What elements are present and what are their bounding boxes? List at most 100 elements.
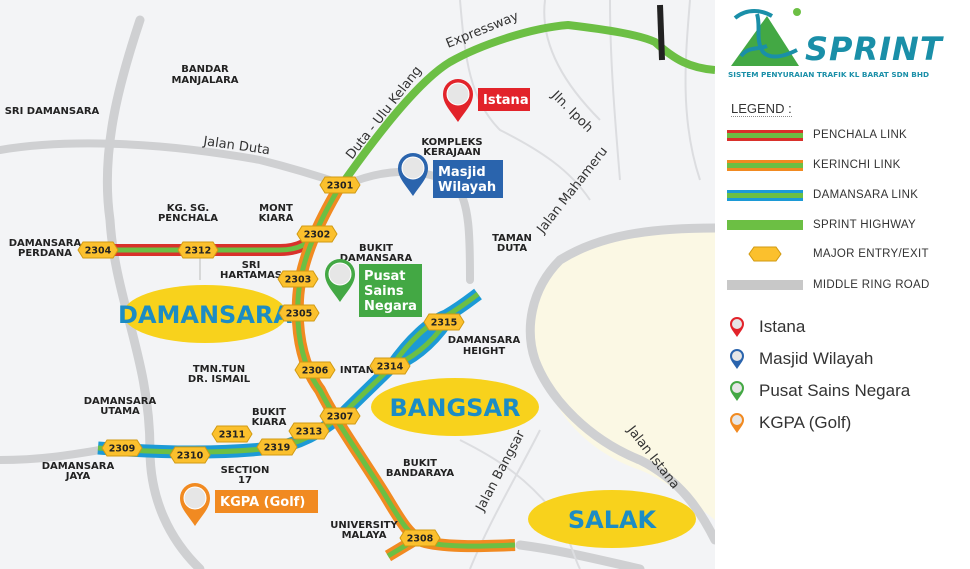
major-entry-exits: 2301 2302 2303 2304 2305 2306 2307 2308 2309 2310… bbox=[77, 176, 465, 547]
pin-label-box bbox=[433, 160, 503, 198]
pin-head bbox=[446, 82, 470, 106]
exit-2319[interactable]: 2319 bbox=[256, 438, 298, 456]
logo-wordmark: SPRINT bbox=[805, 30, 943, 68]
legend-item-major-entry-exit: MAJOR ENTRY/EXIT bbox=[727, 246, 928, 262]
exit-code: 2313 bbox=[296, 427, 322, 438]
sprint-highway-swatch bbox=[727, 220, 803, 230]
pin-kgpa-golf-[interactable]: KGPA (Golf) bbox=[180, 483, 318, 526]
exit-2310[interactable]: 2310 bbox=[169, 446, 211, 464]
place-pins: IstanaMasjidWilayahPusatSainsNegaraKGPA … bbox=[180, 79, 530, 526]
hexagon-icon bbox=[294, 361, 336, 379]
sprint-logo-icon bbox=[731, 8, 801, 66]
hexagon-icon bbox=[296, 225, 338, 243]
hexagon-icon bbox=[278, 304, 320, 322]
exit-2303[interactable]: 2303 bbox=[277, 270, 319, 288]
pin-head bbox=[183, 486, 207, 510]
legend-place-0: Istana bbox=[729, 316, 805, 338]
legend-label: SPRINT HIGHWAY bbox=[813, 219, 917, 231]
area-label: DAMANSARA bbox=[84, 396, 157, 407]
legend-place-label: Pusat Sains Negara bbox=[759, 381, 911, 400]
pin-label: Masjid bbox=[438, 165, 486, 180]
exit-2313[interactable]: 2313 bbox=[288, 422, 330, 440]
sprint-highway-map[interactable]: DAMANSARA BANGSAR SALAK BANDAR MANJALARA… bbox=[0, 0, 715, 569]
damansara-link-swatch bbox=[727, 189, 803, 201]
hexagon-icon bbox=[369, 357, 411, 375]
pin-head bbox=[328, 262, 352, 286]
exit-2315[interactable]: 2315 bbox=[423, 313, 465, 331]
pin-label-box bbox=[359, 264, 422, 317]
map-pin-icon bbox=[730, 413, 744, 433]
legend-label: PENCHALA LINK bbox=[813, 129, 908, 141]
exit-2312[interactable]: 2312 bbox=[177, 241, 219, 259]
area-label: DAMANSARA bbox=[9, 238, 82, 249]
area-label: INTAN bbox=[340, 365, 374, 376]
hexagon-icon bbox=[211, 425, 253, 443]
city-centre-area bbox=[531, 230, 715, 520]
exit-2304[interactable]: 2304 bbox=[77, 241, 119, 259]
legend-title: LEGEND : bbox=[731, 101, 792, 117]
pin-label: Wilayah bbox=[438, 180, 496, 195]
exit-code: 2309 bbox=[109, 444, 135, 455]
area-label: SRI bbox=[242, 260, 261, 271]
area-label: DAMANSARA bbox=[340, 253, 413, 264]
district-damansara: DAMANSARA bbox=[118, 285, 292, 343]
legend-label: MIDDLE RING ROAD bbox=[813, 279, 930, 291]
legend-item-damansara-link: DAMANSARA LINK bbox=[727, 187, 918, 203]
legend-item-penchala-link: PENCHALA LINK bbox=[727, 127, 907, 143]
exit-2305[interactable]: 2305 bbox=[278, 304, 320, 322]
map-pin-icon bbox=[730, 381, 744, 401]
map-pin-icon bbox=[730, 317, 744, 337]
pin-label: Negara bbox=[364, 299, 417, 314]
exit-code: 2307 bbox=[327, 412, 353, 423]
legend-item-sprint-highway: SPRINT HIGHWAY bbox=[727, 217, 916, 233]
area-label: PENCHALA bbox=[158, 213, 218, 224]
district-label: SALAK bbox=[568, 506, 658, 534]
hexagon-icon bbox=[177, 241, 219, 259]
area-label: HARTAMAS bbox=[220, 270, 282, 281]
map-pin-icon bbox=[730, 349, 744, 369]
exit-2302[interactable]: 2302 bbox=[296, 225, 338, 243]
area-label: TMN.TUN bbox=[193, 364, 245, 375]
exit-2311[interactable]: 2311 bbox=[211, 425, 253, 443]
legend-place-label: KGPA (Golf) bbox=[759, 413, 852, 432]
pin-label: Sains bbox=[364, 284, 404, 299]
exit-code: 2312 bbox=[185, 246, 211, 257]
area-label: UNIVERSITY bbox=[330, 520, 398, 531]
area-label: KIARA bbox=[259, 213, 294, 224]
hexagon-icon bbox=[399, 529, 441, 547]
legend-label: DAMANSARA LINK bbox=[813, 189, 919, 201]
area-label: PERDANA bbox=[18, 248, 72, 259]
hexagon-icon bbox=[319, 176, 361, 194]
area-label: TAMAN bbox=[492, 233, 532, 244]
legend-place-2: Pusat Sains Negara bbox=[729, 380, 910, 402]
exit-code: 2304 bbox=[85, 246, 112, 257]
legend-place-1: Masjid Wilayah bbox=[729, 348, 873, 370]
district-label: DAMANSARA bbox=[118, 301, 292, 329]
middle-ring-road-swatch bbox=[727, 280, 803, 290]
hexagon-icon bbox=[423, 313, 465, 331]
hexagon-icon bbox=[748, 246, 782, 262]
exit-code: 2305 bbox=[286, 309, 312, 320]
legend-item-kerinchi-link: KERINCHI LINK bbox=[727, 157, 900, 173]
exit-2308[interactable]: 2308 bbox=[399, 529, 441, 547]
area-labels: BANDAR MANJALARA SRI DAMANSARA KG. SG. P… bbox=[5, 64, 532, 541]
pin-head bbox=[401, 156, 425, 180]
area-label: DUTA bbox=[497, 243, 527, 254]
exit-2314[interactable]: 2314 bbox=[369, 357, 411, 375]
exit-code: 2314 bbox=[377, 362, 404, 373]
exit-2301[interactable]: 2301 bbox=[319, 176, 361, 194]
area-label: SECTION bbox=[221, 465, 270, 476]
legend-place-3: KGPA (Golf) bbox=[729, 412, 851, 434]
exit-2307[interactable]: 2307 bbox=[319, 407, 361, 425]
legend-label: MAJOR ENTRY/EXIT bbox=[813, 248, 929, 260]
exit-code: 2310 bbox=[177, 451, 204, 462]
pin-istana[interactable]: Istana bbox=[443, 79, 530, 122]
exit-2309[interactable]: 2309 bbox=[101, 439, 143, 457]
area-label: BANDARAYA bbox=[386, 468, 455, 479]
area-label: DAMANSARA bbox=[448, 335, 521, 346]
district-salak: SALAK bbox=[528, 490, 696, 548]
area-label: BUKIT bbox=[359, 243, 393, 254]
exit-2306[interactable]: 2306 bbox=[294, 361, 336, 379]
